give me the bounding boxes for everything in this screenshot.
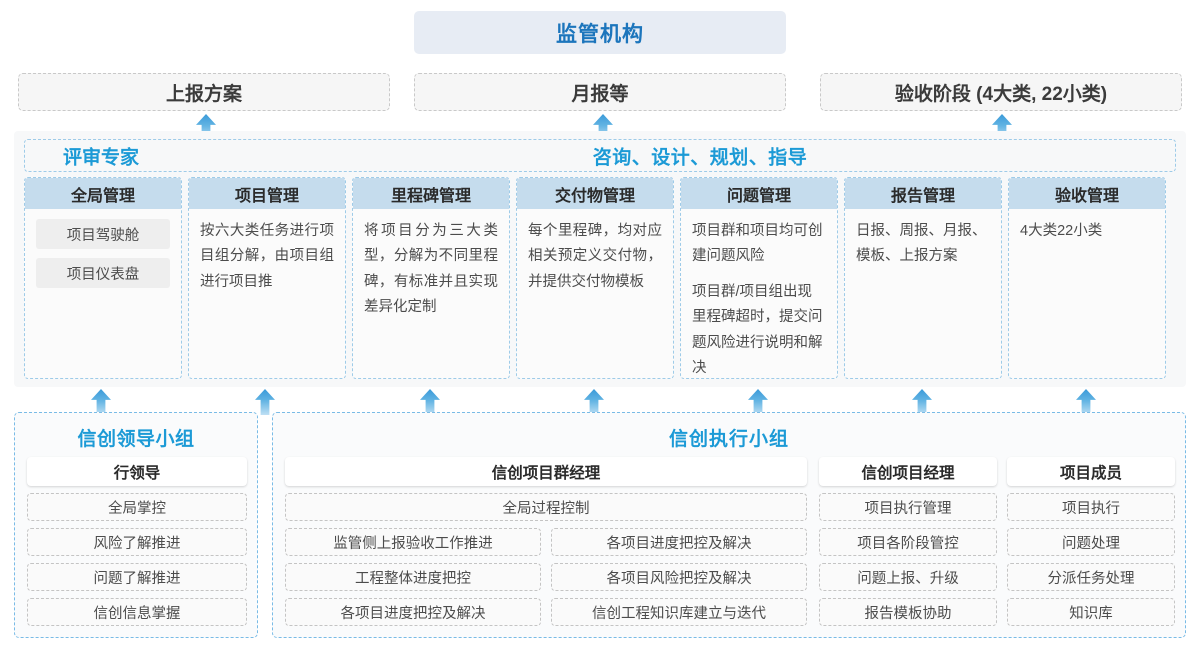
card-deliverable-management[interactable]: 交付物管理 每个里程碑，均对应相关预定义交付物，并提供交付物模板 [516, 177, 674, 379]
card-acceptance-management[interactable]: 验收管理 4大类22小类 [1008, 177, 1166, 379]
role-item[interactable]: 分派任务处理 [1007, 563, 1175, 591]
report-box-monthly: 月报等 [414, 73, 786, 111]
report-boxes-row: 上报方案 月报等 验收阶段 (4大类, 22小类) [0, 73, 1200, 111]
card-project-management[interactable]: 项目管理 按六大类任务进行项目组分解，由项目组进行项目推 [188, 177, 346, 379]
role-head[interactable]: 行领导 [27, 457, 247, 486]
card-title: 验收管理 [1009, 178, 1165, 209]
card-title: 问题管理 [681, 178, 837, 209]
role-item[interactable]: 风险了解推进 [27, 528, 247, 556]
regulatory-authority-box: 监管机构 [414, 11, 786, 54]
role-item[interactable]: 信创信息掌握 [27, 598, 247, 626]
consulting-services-label: 咨询、设计、规划、指导 [592, 147, 808, 168]
card-title: 交付物管理 [517, 178, 673, 209]
card-body: 将项目分为三大类型，分解为不同里程碑，有标准并且实现差异化定制 [353, 209, 509, 321]
card-paragraph: 4大类22小类 [1020, 223, 1103, 239]
role-item[interactable]: 项目各阶段管控 [819, 528, 997, 556]
role-item[interactable]: 知识库 [1007, 598, 1175, 626]
review-experts-label: 评审专家 [63, 147, 140, 168]
bottom-groups: 信创领导小组 行领导 全局掌控 风险了解推进 问题了解推进 信创信息掌握 信创执… [14, 412, 1186, 638]
role-item[interactable]: 各项目风险把控及解决 [551, 563, 807, 591]
management-cards-row: 全局管理 项目驾驶舱 项目仪表盘 项目管理 按六大类任务进行项目组分解，由项目组… [14, 177, 1186, 379]
group-title: 信创执行小组 [668, 429, 789, 450]
role-item[interactable]: 项目执行 [1007, 493, 1175, 521]
card-title: 里程碑管理 [353, 178, 509, 209]
card-title: 项目管理 [189, 178, 345, 209]
role-item[interactable]: 报告模板协助 [819, 598, 997, 626]
consulting-section: 评审专家 咨询、设计、规划、指导 全局管理 项目驾驶舱 项目仪表盘 项目管理 按… [14, 131, 1186, 387]
card-report-management[interactable]: 报告管理 日报、周报、月报、模板、上报方案 [844, 177, 1002, 379]
card-body: 4大类22小类 [1009, 209, 1165, 244]
group-leadership: 信创领导小组 行领导 全局掌控 风险了解推进 问题了解推进 信创信息掌握 [14, 412, 258, 638]
consulting-header-band: 评审专家 咨询、设计、规划、指导 [24, 139, 1176, 172]
card-body: 日报、周报、月报、模板、上报方案 [845, 209, 1001, 270]
role-item[interactable]: 监管侧上报验收工作推进 [285, 528, 541, 556]
role-item[interactable]: 全局掌控 [27, 493, 247, 521]
card-paragraph: 日报、周报、月报、模板、上报方案 [856, 223, 987, 265]
card-paragraph: 将项目分为三大类型，分解为不同里程碑，有标准并且实现差异化定制 [364, 223, 498, 316]
role-head[interactable]: 项目成员 [1007, 457, 1175, 486]
group-execution: 信创执行小组 信创项目群经理 全局过程控制 监管侧上报验收工作推进 工程整体进度… [272, 412, 1186, 638]
card-issue-management[interactable]: 问题管理 项目群和项目均可创建问题风险 项目群/项目组出现里程碑超时，提交问题风… [680, 177, 838, 379]
card-body: 项目群和项目均可创建问题风险 项目群/项目组出现里程碑超时，提交问题风险进行说明… [681, 209, 837, 378]
card-title: 报告管理 [845, 178, 1001, 209]
program-manager-right-col: 各项目进度把控及解决 各项目风险把控及解决 信创工程知识库建立与迭代 [551, 528, 807, 633]
pill-item[interactable]: 项目驾驶舱 [36, 219, 170, 249]
pill-item[interactable]: 项目仪表盘 [36, 258, 170, 288]
card-title: 全局管理 [25, 178, 181, 209]
role-head[interactable]: 信创项目经理 [819, 457, 997, 486]
role-item[interactable]: 信创工程知识库建立与迭代 [551, 598, 807, 626]
card-paragraph: 项目群和项目均可创建问题风险 [692, 223, 823, 265]
report-box-acceptance: 验收阶段 (4大类, 22小类) [820, 73, 1182, 111]
card-paragraph: 项目群/项目组出现里程碑超时，提交问题风险进行说明和解决 [692, 283, 823, 376]
card-paragraph: 按六大类任务进行项目组分解，由项目组进行项目推 [200, 223, 334, 290]
role-column-project-member: 项目成员 项目执行 问题处理 分派任务处理 知识库 [1007, 457, 1175, 626]
role-column-bank-leader: 行领导 全局掌控 风险了解推进 问题了解推进 信创信息掌握 [27, 457, 247, 626]
role-item[interactable]: 项目执行管理 [819, 493, 997, 521]
card-paragraph: 每个里程碑，均对应相关预定义交付物，并提供交付物模板 [528, 223, 662, 290]
role-item[interactable]: 问题上报、升级 [819, 563, 997, 591]
card-body: 按六大类任务进行项目组分解，由项目组进行项目推 [189, 209, 345, 295]
card-body: 项目驾驶舱 项目仪表盘 [25, 209, 181, 288]
role-item[interactable]: 全局过程控制 [285, 493, 807, 521]
role-item[interactable]: 工程整体进度把控 [285, 563, 541, 591]
role-column-program-manager: 信创项目群经理 全局过程控制 监管侧上报验收工作推进 工程整体进度把控 各项目进… [285, 457, 807, 633]
role-item[interactable]: 问题了解推进 [27, 563, 247, 591]
group-title: 信创领导小组 [77, 429, 195, 450]
role-item[interactable]: 各项目进度把控及解决 [285, 598, 541, 626]
card-global-management[interactable]: 全局管理 项目驾驶舱 项目仪表盘 [24, 177, 182, 379]
role-column-project-manager: 信创项目经理 项目执行管理 项目各阶段管控 问题上报、升级 报告模板协助 [819, 457, 997, 626]
card-milestone-management[interactable]: 里程碑管理 将项目分为三大类型，分解为不同里程碑，有标准并且实现差异化定制 [352, 177, 510, 379]
program-manager-left-col: 监管侧上报验收工作推进 工程整体进度把控 各项目进度把控及解决 [285, 528, 541, 633]
role-head[interactable]: 信创项目群经理 [285, 457, 807, 486]
report-box-plan: 上报方案 [18, 73, 390, 111]
role-item[interactable]: 各项目进度把控及解决 [551, 528, 807, 556]
role-item[interactable]: 问题处理 [1007, 528, 1175, 556]
program-manager-subcolumns: 监管侧上报验收工作推进 工程整体进度把控 各项目进度把控及解决 各项目进度把控及… [285, 528, 807, 633]
card-body: 每个里程碑，均对应相关预定义交付物，并提供交付物模板 [517, 209, 673, 295]
